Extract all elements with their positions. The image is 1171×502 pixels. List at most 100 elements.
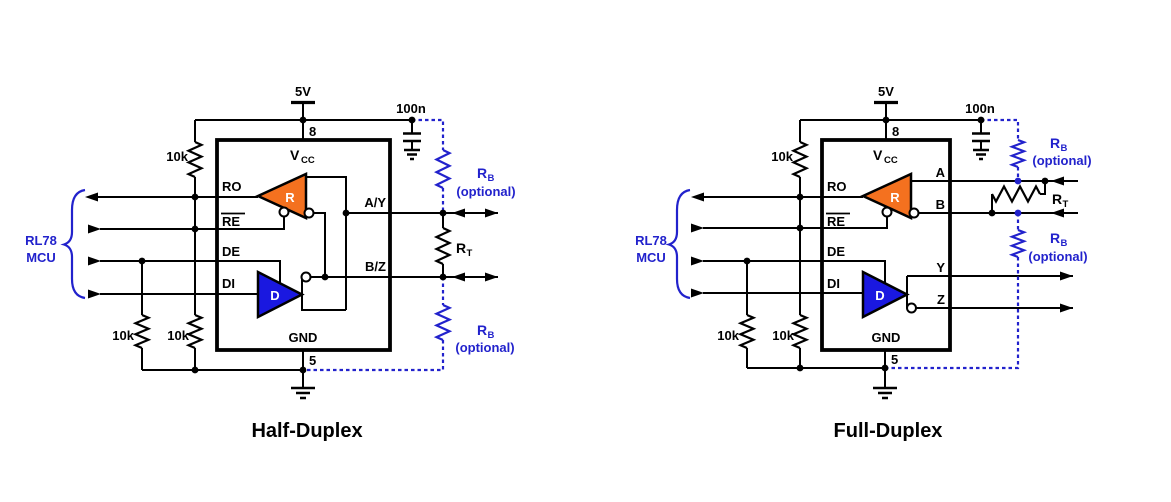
hd-driver-letter: D [270,288,279,303]
fd-rb-bottom-sub: B [1061,238,1068,249]
fd-rb-top-sub: B [1061,143,1068,154]
fd-bias-resistor-top [1008,138,1028,169]
junction-dot [1041,177,1049,185]
junction-dot [977,116,985,124]
fd-rb-bottom-label: R [1050,230,1060,246]
hd-bias-resistor-top [433,149,453,189]
fd-mcu-label-line1: RL78 [635,233,667,248]
fd-supply-label: 5V [878,84,894,99]
fd-pulldown-resistor-right [790,313,810,350]
junction-dot [191,193,199,201]
fd-rb-top-note: (optional) [1032,153,1091,168]
fd-rt-label: R [1052,191,1062,207]
fd-title: Full-Duplex [834,420,943,442]
hd-vcc-label: V [290,147,300,163]
junction-dot [988,209,996,217]
hd-bz-bus-arrow-right [485,272,498,282]
hd-mcu-brace [60,188,86,300]
junction-dot [743,257,751,265]
fd-rb-top-label: R [1050,135,1060,151]
fd-driver-triangle [861,269,910,320]
junction-dot [796,224,804,232]
fd-pullup-resistor [790,140,810,179]
hd-de-arrow [88,256,101,266]
fd-b-bus-arrow [1051,208,1064,218]
fd-transceiver-box [820,138,952,352]
fd-pin-b-label: B [936,197,945,212]
hd-mcu-label-line2: MCU [26,250,56,265]
fd-pin-ro-label: RO [827,179,847,194]
blue-junction-dot [1014,209,1022,217]
fd-pulldown-10k-right-label: 10k [772,328,794,343]
hd-pulldown-resistor-right [185,313,205,350]
hd-di-arrow [88,289,101,299]
fd-pullup-10k-label: 10k [771,149,793,164]
hd-receiver-enable-bubble [278,206,290,218]
full-duplex-diagram: 5V 8 100n 10k RL78 MCU V CC RO RE DE DI … [635,84,1092,442]
fd-re-arrow [691,223,704,233]
junction-dot [191,366,199,374]
hd-junction-dots [138,116,447,374]
hd-gnd-label: GND [289,330,318,345]
hd-pin-di-label: DI [222,276,235,291]
hd-pulldown-10k-right-label: 10k [167,328,189,343]
hd-ground-symbol [291,386,315,400]
fd-pin-re-label: RE [827,214,845,229]
fd-receiver-enable-bubble [881,206,893,218]
junction-dot [299,116,307,124]
hd-receiver-invert-bubble [303,207,315,219]
fd-gnd-label: GND [872,330,901,345]
hd-title: Half-Duplex [251,420,362,442]
hd-re-arrow [88,224,101,234]
fd-driver-invert-bubble [906,302,917,314]
hd-cap-label: 100n [396,101,426,116]
fd-pin-z-label: Z [937,292,945,307]
hd-mcu-label-line1: RL78 [25,233,57,248]
junction-dot [796,193,804,201]
junction-dot [439,273,447,281]
fd-di-arrow [691,288,704,298]
hd-pulldown-10k-left-label: 10k [112,328,134,343]
hd-bias-dashed-wire-bottom [303,340,445,372]
junction-dot [191,225,199,233]
hd-rt-sub: T [467,248,473,259]
junction-dot [138,257,146,265]
junction-dot [439,209,447,217]
hd-rb-top-sub: B [488,173,495,184]
junction-dot [408,116,416,124]
fd-mcu-brace [665,188,691,300]
hd-pin-bz-label: B/Z [365,259,386,274]
fd-z-bus-arrow [1060,303,1073,313]
fd-y-bus-arrow [1060,271,1073,281]
hd-rb-bottom-note: (optional) [455,340,514,355]
fd-bias-dashed-wire-top [981,118,1020,140]
fd-wires [703,103,1078,387]
hd-vcc-sub: CC [301,155,315,166]
fd-bias-resistor-bottom [1008,228,1028,259]
hd-bz-bus-arrow-left [452,272,465,282]
hd-ay-bus-arrow-left [452,208,465,218]
fd-rb-bottom-note: (optional) [1028,249,1087,264]
fd-mcu-label-line2: MCU [636,250,666,265]
fd-cap-symbol [972,132,990,161]
hd-pin-de-label: DE [222,244,240,259]
hd-rb-top-note: (optional) [456,184,515,199]
hd-bias-resistor-bottom [433,303,453,342]
fd-ground-symbol [873,386,897,400]
fd-driver-letter: D [875,288,884,303]
hd-pin8-label: 8 [309,124,316,139]
fd-receiver-invert-bubble [908,207,920,219]
hd-driver-triangle [256,269,305,320]
fd-pin-de-label: DE [827,244,845,259]
hd-pullup-resistor [185,140,205,179]
half-duplex-diagram: 5V 8 100n 10k RL78 MCU V CC RO RE DE DI … [25,84,516,442]
fd-de-arrow [691,256,704,266]
junction-dot [882,116,890,124]
fd-a-bus-arrow [1051,176,1064,186]
fd-pin-di-label: DI [827,276,840,291]
hd-pin-ay-label: A/Y [364,195,386,210]
fd-termination-resistor [991,184,1041,204]
hd-pulldown-resistor-left [132,313,152,350]
fd-vcc-label: V [873,147,883,163]
